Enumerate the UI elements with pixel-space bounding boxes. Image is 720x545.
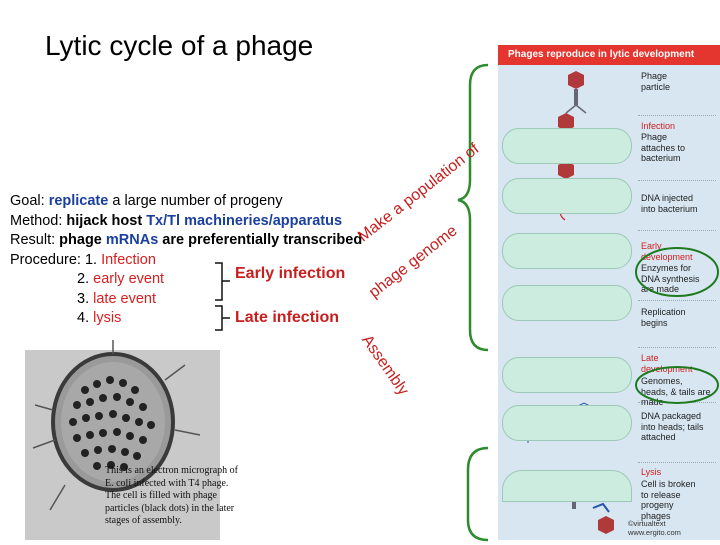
late-bracket: [215, 305, 230, 331]
micrograph-caption: This is an electron micrograph of E. col…: [105, 465, 239, 526]
bacterium-cell-6: [502, 405, 632, 441]
diagram-label-early-development: Early development: [641, 241, 693, 262]
divider: [638, 462, 716, 463]
procedure-step-1: Infection: [101, 251, 156, 268]
goal-rest: a large number of progeny: [108, 193, 283, 209]
procedure-line-4: 4. lysis: [10, 309, 362, 329]
lytic-development-diagram: Phages reproduce in lytic development: [498, 45, 720, 540]
diagram-label-attach: Phage attaches to bacterium: [641, 132, 686, 163]
electron-micrograph: This is an electron micrograph of E. col…: [25, 340, 238, 540]
diagram-label-replication: Replication begins: [641, 307, 686, 328]
procedure-line-2: 2. early event: [10, 270, 362, 290]
goal-line: Goal: replicate a large number of progen…: [10, 192, 362, 212]
diagram-label-phage-particle: Phage particle: [641, 71, 671, 92]
bacterium-cell-2: [502, 178, 632, 214]
green-bracket-top: [457, 63, 489, 352]
diagram-label-enzymes: Enzymes for DNA synthesis are made: [641, 263, 700, 294]
method-keyword-2: Tx/Tl machineries/apparatus: [146, 212, 343, 229]
bacterium-cell-4: [502, 285, 632, 321]
diagram-footer: ©virtualtext www.ergito.com: [628, 519, 681, 537]
divider: [638, 300, 716, 301]
phage-particle-icon: [565, 71, 587, 114]
goal-keyword: replicate: [48, 193, 109, 209]
diagram-label-dna-injected: DNA injected into bacterium: [641, 193, 698, 214]
procedure-step-3: late event: [93, 290, 157, 307]
goal-text-block: Goal: replicate a large number of progen…: [10, 192, 362, 329]
divider: [638, 115, 716, 116]
procedure-step-3-num: 3.: [77, 290, 94, 307]
goal-prefix: Goal:: [10, 193, 49, 209]
highlight-early-ellipse: [635, 247, 719, 297]
procedure-step-4: lysis: [93, 310, 122, 326]
diagram-label-cell-broken: Cell is broken to release progeny phages: [641, 479, 696, 521]
divider: [638, 180, 716, 181]
diagram-label-genomes: Genomes, heads, & tails are made: [641, 376, 711, 407]
diagram-label-lysis: Lysis: [641, 467, 662, 477]
procedure-line-1: Procedure: 1. Infection: [10, 251, 362, 271]
procedure-step-2-num: 2.: [77, 271, 94, 287]
procedure-line-3: 3. late event: [10, 290, 362, 310]
method-keyword-1: hijack host: [66, 212, 147, 229]
procedure-step-2: early event: [93, 271, 165, 287]
green-bracket-bottom: [466, 446, 489, 542]
early-infection-label: Early infection: [235, 265, 346, 282]
divider: [638, 230, 716, 231]
result-keyword-3: are preferentially transcribed: [158, 232, 363, 248]
bacterium-cell-3: [502, 233, 632, 269]
result-keyword-2: mRNAs: [105, 232, 159, 248]
page-title: Lytic cycle of a phage: [45, 30, 314, 61]
early-bracket: [215, 262, 230, 301]
result-prefix: Result:: [10, 232, 60, 248]
highlight-late-ellipse: [635, 366, 719, 404]
bacterium-cell-5: [502, 357, 632, 393]
diagram-label-infection: Infection: [641, 121, 676, 131]
result-keyword-1: phage: [59, 232, 106, 248]
method-prefix: Method:: [10, 212, 67, 229]
procedure-prefix: Procedure: 1.: [10, 251, 102, 268]
diagram-label-dna-packaged: DNA packaged into heads; tails attached: [641, 411, 704, 442]
bacterium-cell-lysed: [502, 470, 632, 502]
bacterium-cell-1: [502, 128, 632, 164]
late-infection-label: Late infection: [235, 309, 340, 326]
result-line: Result: phage mRNAs are preferentially t…: [10, 231, 362, 251]
procedure-step-4-num: 4.: [77, 310, 94, 326]
method-line: Method: hijack host Tx/Tl machineries/ap…: [10, 212, 362, 232]
divider: [638, 347, 716, 348]
micrograph-image: [25, 340, 220, 540]
diagram-header: Phages reproduce in lytic development: [498, 45, 720, 65]
highlight-ellipses: [635, 247, 719, 404]
